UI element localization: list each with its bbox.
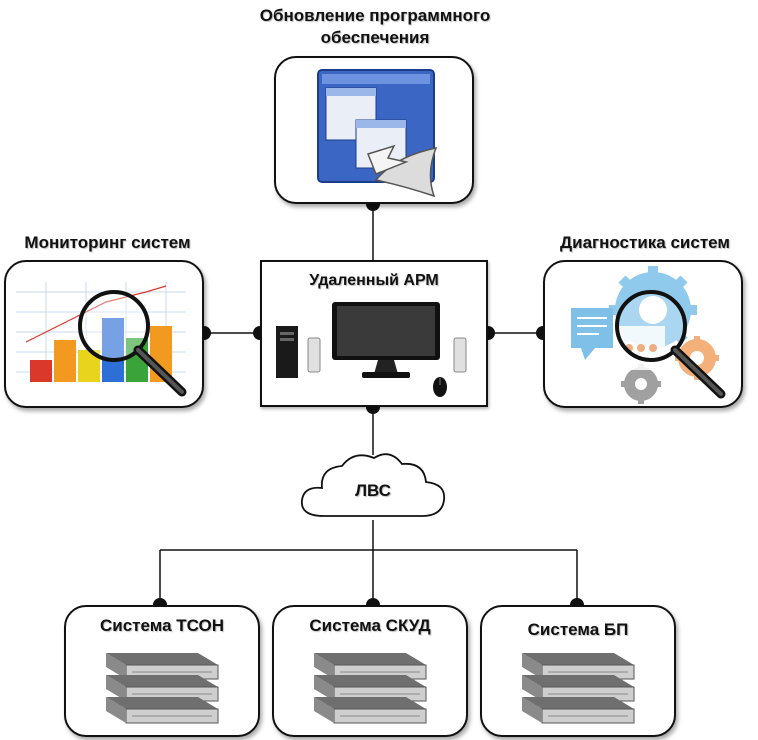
software-update-icon <box>317 69 438 198</box>
server-rack-icon <box>106 653 219 724</box>
bp-label: Система БП <box>527 620 629 639</box>
gears-magnifier-icon <box>571 266 726 404</box>
lan-cloud: ЛВС <box>296 446 450 526</box>
update-label: Обновление программного обеспечения <box>259 6 491 47</box>
chart-magnifier-icon <box>16 282 187 397</box>
arm-node: Удаленный АРМ <box>260 260 488 407</box>
arm-label: Удаленный АРМ <box>309 272 439 289</box>
diagnostics-label: Диагностика систем <box>560 233 730 252</box>
monitoring-node <box>4 260 204 408</box>
workstation-icon <box>276 302 467 397</box>
tson-node: Система ТСОН <box>64 605 260 737</box>
cloud-icon <box>301 453 446 517</box>
skud-node: Система СКУД <box>272 605 468 737</box>
server-rack-icon <box>314 653 427 724</box>
diagnostics-node <box>543 260 743 408</box>
monitoring-label: Мониторинг систем <box>24 233 191 252</box>
update-node <box>274 56 474 204</box>
bp-node: Система БП <box>480 605 676 737</box>
lan-label: ЛВС <box>355 481 391 500</box>
tson-label: Система ТСОН <box>99 616 224 635</box>
skud-label: Система СКУД <box>309 616 431 635</box>
server-rack-icon <box>522 653 635 724</box>
